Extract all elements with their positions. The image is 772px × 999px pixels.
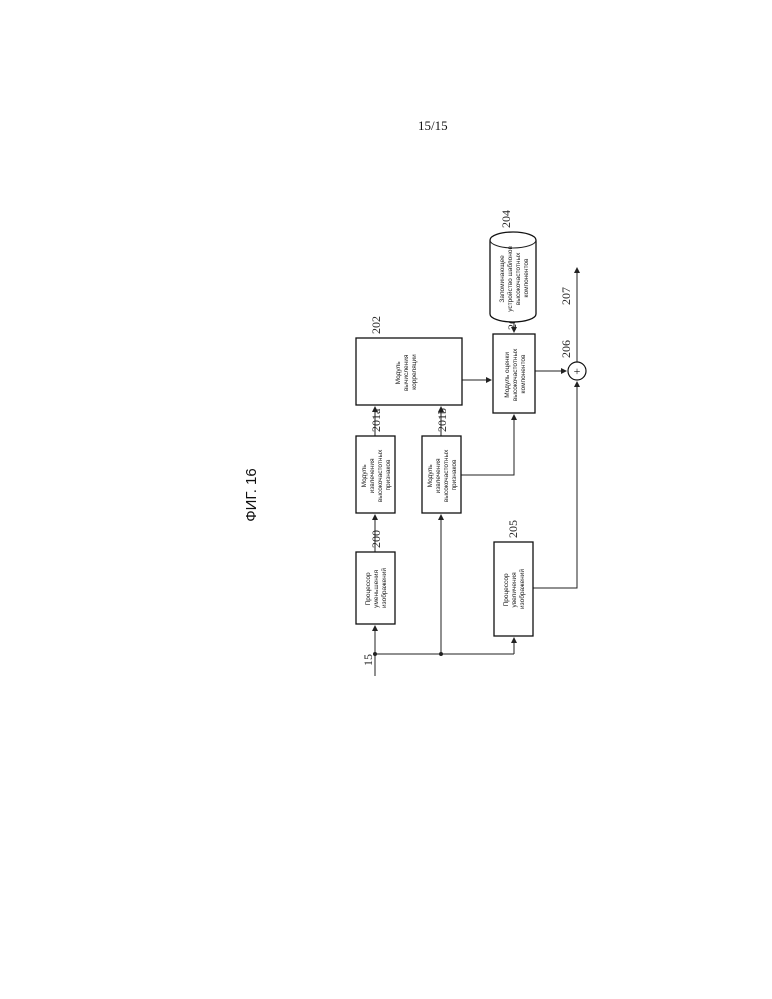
hf-estimation-module-block: Модуль оценки высокочастотных компоненто…	[493, 312, 535, 413]
svg-text:201a: 201a	[369, 408, 383, 432]
figure-title: ФИГ. 16	[243, 468, 260, 522]
feature-extraction-a-block: Модуль извлечения высокочастотных призна…	[356, 408, 395, 513]
adder-node: + 206	[559, 340, 586, 380]
svg-text:Модуль оценки высокочаст: Модуль оценки высокочастотных компоненто…	[504, 347, 527, 401]
connections	[373, 268, 577, 676]
plus-icon: +	[574, 364, 581, 378]
svg-text:200: 200	[369, 530, 383, 548]
input-ref: 15	[361, 654, 375, 666]
feature-extraction-b-block: Модуль извлечения высокочастотных призна…	[422, 408, 461, 513]
svg-text:Процессор уменьшения: Процессор уменьшения изображений	[365, 568, 388, 608]
template-storage-cylinder: Запоминающее устройство шаблонов высокоч…	[490, 210, 536, 322]
image-reduction-processor-block: Процессор уменьшения изображений 200	[356, 530, 395, 624]
svg-text:204: 204	[499, 210, 513, 228]
svg-text:205: 205	[506, 520, 520, 538]
svg-text:201b: 201b	[435, 408, 449, 432]
svg-text:202: 202	[369, 316, 383, 334]
correlation-module-block: Модуль вычисления корреляции 202	[356, 316, 462, 405]
image-enlargement-processor-block: Процессор увеличения изображений 205	[494, 520, 533, 636]
svg-text:206: 206	[559, 340, 573, 358]
svg-text:Процессор увеличения: Процессор увеличения изображений	[503, 569, 526, 609]
output-ref: 207	[559, 287, 573, 305]
